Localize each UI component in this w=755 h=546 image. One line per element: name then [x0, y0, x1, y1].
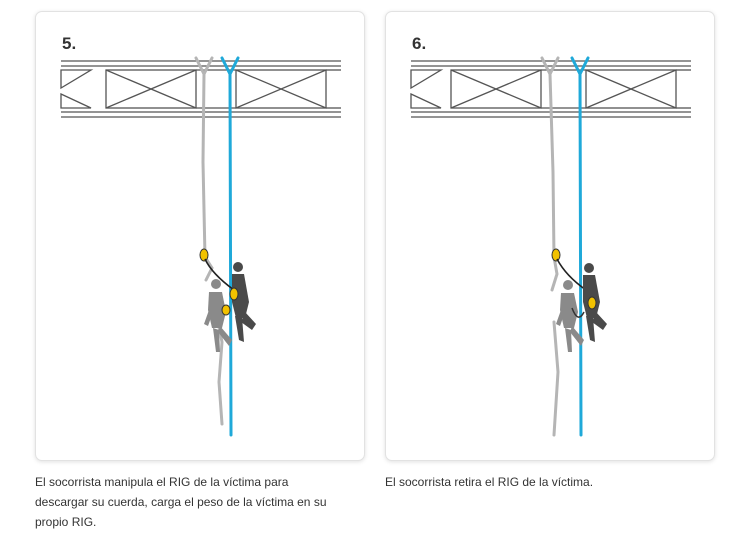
victim-figure	[556, 280, 584, 352]
rescuer-rope	[220, 56, 240, 437]
victim-rope	[540, 56, 560, 437]
victim-figure	[204, 279, 232, 352]
step-6-caption: El socorrista retira el RIG de la víctim…	[385, 475, 594, 489]
rescuer-carabiner	[221, 304, 231, 316]
victim-rig-device	[551, 248, 561, 262]
victim-rope	[194, 56, 224, 426]
step-number: 6.	[412, 34, 427, 53]
step-6-card: 6.	[385, 11, 715, 461]
step-6-illustration	[410, 56, 691, 437]
rescuer-rope	[570, 56, 590, 437]
step-number: 5.	[62, 34, 77, 53]
step-5-caption: El socorrista manipula el RIG de la víct…	[35, 475, 327, 529]
rescuer-rig-device	[587, 296, 597, 310]
victim-rig-device	[199, 248, 209, 262]
connection-cord	[556, 258, 587, 291]
rescuer-rig-device	[229, 287, 239, 301]
step-5-card: 5.	[35, 11, 365, 461]
rescuer-carabiner	[571, 307, 585, 318]
rescuer-figure	[583, 263, 607, 342]
connection-cord	[204, 258, 235, 291]
rescuer-figure	[232, 262, 256, 342]
step-5-illustration	[60, 56, 341, 437]
